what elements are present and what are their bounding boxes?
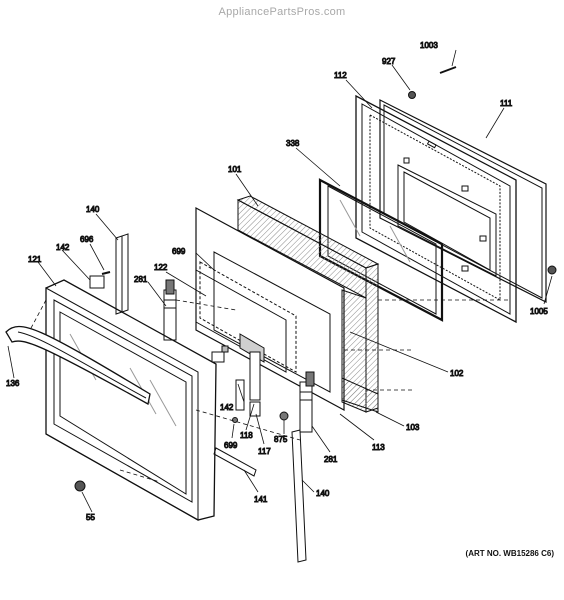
nut-927 [408, 91, 416, 99]
door-insulation [236, 195, 380, 413]
callout-121: 121 [28, 255, 42, 264]
callout-113: 113 [372, 443, 385, 452]
callout-117: 117 [258, 447, 271, 456]
callout-699-bottom: 699 [224, 441, 238, 450]
callout-1005: 1005 [530, 307, 548, 316]
leader-lines [7, 49, 553, 513]
callout-122: 122 [154, 263, 168, 272]
callout-875: 875 [274, 435, 288, 444]
callout-136: 136 [6, 379, 20, 388]
hinge-right [299, 371, 315, 433]
screw-1003 [439, 66, 457, 74]
watermark-text: AppliancePartsPros.com [218, 6, 346, 18]
alignment-lines [29, 299, 510, 483]
callout-141: 141 [254, 495, 268, 504]
callout-281-top: 281 [134, 275, 148, 284]
inner-glass-assembly [318, 178, 444, 322]
callout-102: 102 [450, 369, 464, 378]
window-glass-122 [195, 261, 297, 373]
callout-696: 696 [80, 235, 94, 244]
door-bumper-55 [74, 480, 86, 492]
callout-55: 55 [86, 513, 95, 522]
callout-103: 103 [406, 423, 420, 432]
callout-338: 338 [286, 139, 300, 148]
callout-140-top: 140 [86, 205, 100, 214]
callout-281-bottom: 281 [324, 455, 338, 464]
callout-142-bottom: 142 [220, 403, 234, 412]
callout-118: 118 [240, 431, 253, 440]
callout-101: 101 [228, 165, 242, 174]
outer-door-panel [45, 279, 217, 521]
bracket-142 [89, 275, 105, 289]
door-trim-140-top [115, 233, 129, 315]
bottom-trim-141 [213, 447, 257, 477]
callout-1003: 1003 [420, 41, 438, 50]
rear-panel-window-frame [397, 164, 497, 277]
callout-111: 111 [500, 99, 513, 108]
door-handle [5, 325, 151, 406]
hinge-left [163, 279, 177, 341]
callout-699-top: 699 [172, 247, 186, 256]
art-number: (ART NO. WB15286 C6) [465, 549, 554, 558]
callout-112: 112 [334, 71, 347, 80]
screw-696 [101, 271, 111, 275]
callout-140-bottom: 140 [316, 489, 330, 498]
screw-1005 [547, 265, 557, 275]
door-trim-140-bottom [291, 429, 307, 563]
callout-927: 927 [382, 57, 396, 66]
callout-142-top: 142 [56, 243, 70, 252]
rear-door-panel [355, 94, 517, 324]
door-gasket [379, 99, 547, 303]
